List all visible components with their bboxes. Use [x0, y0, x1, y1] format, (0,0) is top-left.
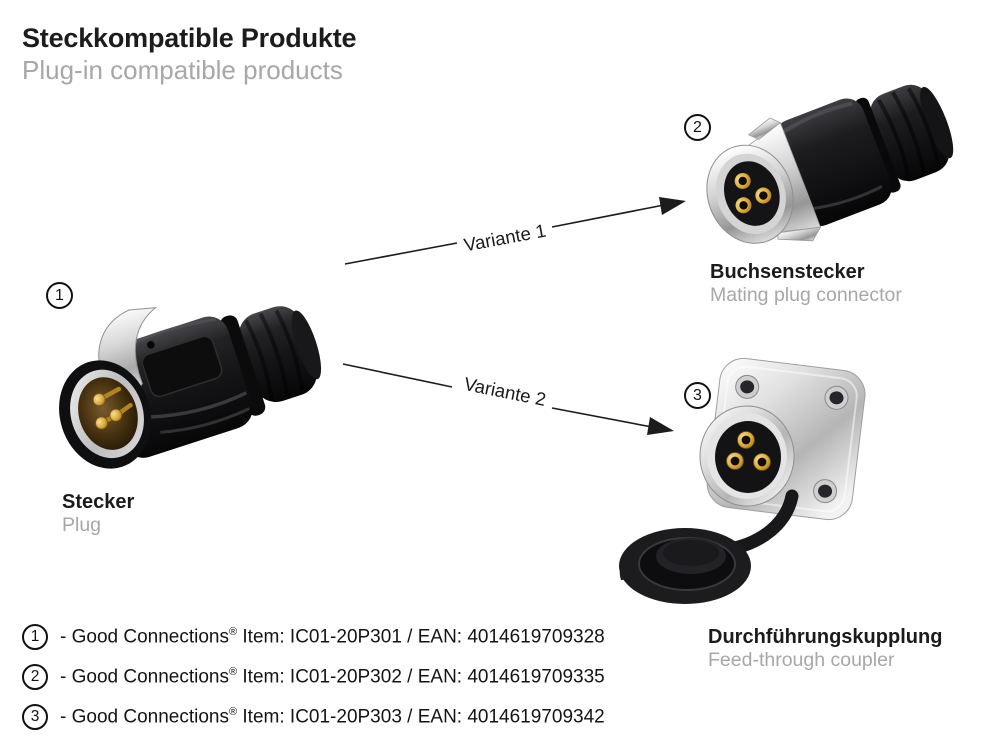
product-name-de: Durchführungskupplung [708, 626, 943, 648]
callout-2: 2 [684, 114, 711, 141]
variante-1-arrow: Variante 1 [344, 197, 686, 265]
item-brand: - Good Connections [60, 626, 229, 648]
page-title: Steckkompatible Produkte [22, 23, 357, 53]
product-photo-feedthrough-coupler [619, 357, 866, 604]
item-text: - Good Connections® Item: IC01-20P301 / … [60, 626, 605, 648]
product-name-de: Stecker [62, 491, 135, 513]
item-list: 1 - Good Connections® Item: IC01-20P301 … [22, 617, 605, 737]
rubber-cap [619, 528, 751, 604]
coupler-face [699, 405, 795, 507]
list-item: 3 - Good Connections® Item: IC01-20P303 … [22, 697, 605, 737]
page-header: Steckkompatible Produkte Plug-in compati… [22, 22, 356, 86]
plug-pins [92, 386, 133, 430]
variante-2-label: Variante 2 [462, 373, 547, 410]
item-brand: - Good Connections [60, 706, 229, 728]
item-detail: Item: IC01-20P301 / EAN: 4014619709328 [237, 626, 605, 648]
item-text: - Good Connections® Item: IC01-20P302 / … [60, 666, 605, 688]
plug-assembly [59, 306, 322, 469]
item-detail: Item: IC01-20P302 / EAN: 4014619709335 [237, 666, 605, 688]
item-text: - Good Connections® Item: IC01-20P303 / … [60, 706, 605, 728]
plug-face [59, 360, 152, 469]
item-detail: Item: IC01-20P303 / EAN: 4014619709342 [237, 706, 605, 728]
registered-mark: ® [229, 705, 238, 718]
callout-1: 1 [46, 282, 73, 309]
mating-connector-assembly [706, 84, 954, 244]
plug-coupling-ring [220, 315, 266, 416]
product-name-en: Mating plug connector [710, 284, 902, 306]
item-brand: - Good Connections [60, 666, 229, 688]
product-label-mating-connector: Buchsenstecker Mating plug connector [710, 261, 902, 307]
product-label-plug: Stecker Plug [62, 491, 134, 537]
item-number-badge: 3 [22, 704, 48, 730]
variante-2-arrow: Variante 2 [342, 363, 674, 435]
list-item: 2 - Good Connections® Item: IC01-20P302 … [22, 657, 605, 697]
product-name-en: Feed-through coupler [708, 649, 895, 671]
callout-3: 3 [684, 382, 711, 409]
item-number-badge: 2 [22, 664, 48, 690]
product-name-en: Plug [62, 514, 102, 536]
registered-mark: ® [229, 625, 238, 638]
connector-face [706, 144, 794, 244]
connector-sockets [734, 172, 772, 214]
registered-mark: ® [229, 665, 238, 678]
variante-1-label: Variante 1 [462, 220, 547, 256]
product-photo-mating-connector [706, 84, 954, 244]
list-item: 1 - Good Connections® Item: IC01-20P301 … [22, 617, 605, 657]
product-label-feedthrough-coupler: Durchführungskupplung Feed-through coupl… [708, 626, 942, 672]
plug-cable-gland [238, 306, 322, 403]
product-name-de: Buchsenstecker [710, 261, 865, 283]
page-subtitle: Plug-in compatible products [22, 55, 343, 85]
product-photo-plug [59, 306, 322, 469]
item-number-badge: 1 [22, 624, 48, 650]
coupler-sockets [726, 431, 771, 471]
